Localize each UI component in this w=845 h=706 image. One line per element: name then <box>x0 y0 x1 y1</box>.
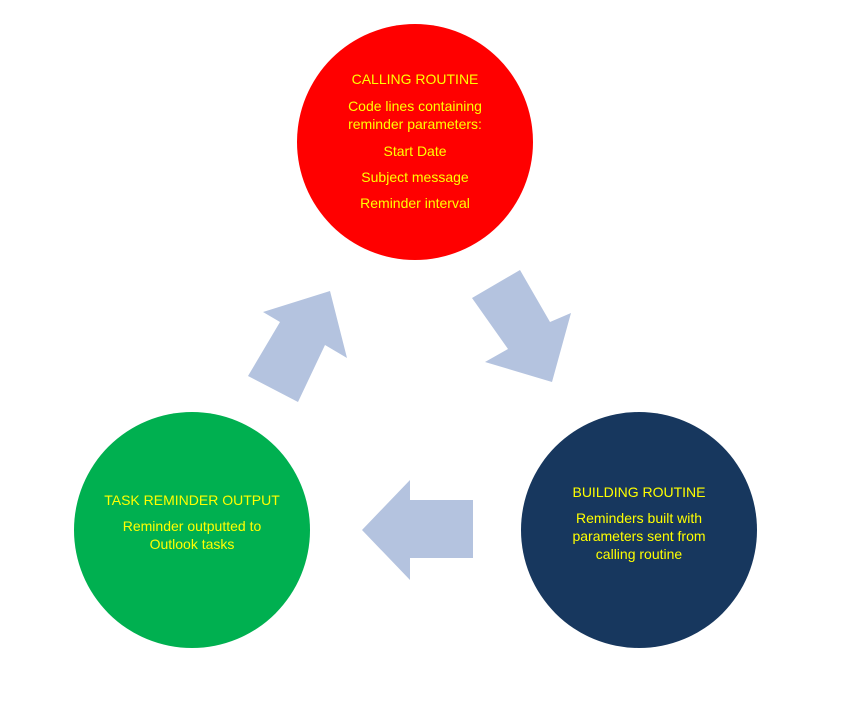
building-routine-text: Reminders built with parameters sent fro… <box>572 509 705 563</box>
task-reminder-line-1: Reminder outputted to <box>122 518 262 534</box>
calling-routine-line: Code lines containing reminder parameter… <box>348 97 482 133</box>
building-routine-line-3: calling routine <box>595 546 683 562</box>
calling-routine-line-2: reminder parameters: <box>348 115 482 132</box>
calling-routine-title: CALLING ROUTINE <box>351 70 479 87</box>
building-routine-title: BUILDING ROUTINE <box>572 484 706 500</box>
calling-routine-line-1: Code lines containing <box>348 97 482 114</box>
building-routine-node: BUILDING ROUTINE Reminders built with pa… <box>521 412 757 648</box>
arrow-task-to-calling <box>248 291 347 402</box>
calling-routine-node: CALLING ROUTINE Code lines containing re… <box>297 24 533 260</box>
task-reminder-line-2: Outlook tasks <box>149 536 235 552</box>
task-reminder-output-node: TASK REMINDER OUTPUT Reminder outputted … <box>74 412 310 648</box>
calling-routine-line-3: Start Date <box>383 142 447 159</box>
building-routine-line-2: parameters sent from <box>572 528 706 544</box>
building-routine-line-1: Reminders built with <box>575 510 703 526</box>
arrow-building-to-task <box>362 480 473 580</box>
calling-routine-line-4: Subject message <box>361 168 469 185</box>
task-reminder-title: TASK REMINDER OUTPUT <box>104 492 280 508</box>
calling-routine-line-5: Reminder interval <box>360 194 470 211</box>
arrow-calling-to-building <box>472 270 571 382</box>
task-reminder-text: Reminder outputted to Outlook tasks <box>123 517 262 553</box>
